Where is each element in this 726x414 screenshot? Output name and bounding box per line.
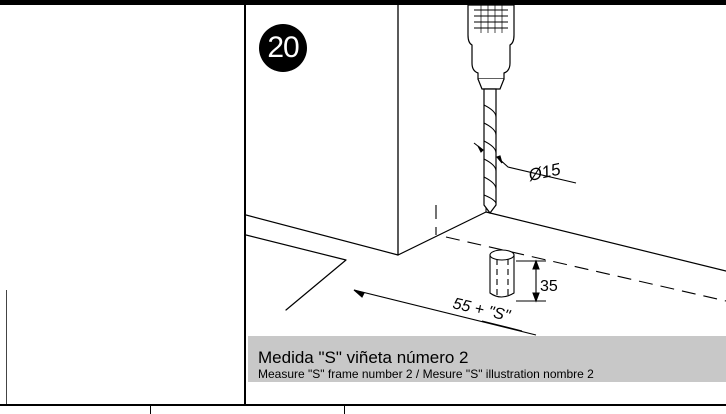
- caption-box: Medida "S" viñeta número 2 Measure "S" f…: [248, 336, 726, 382]
- step-number-badge: 20: [259, 24, 307, 72]
- bottom-border: [0, 404, 726, 414]
- floor-edge: [397, 211, 487, 256]
- depth-label: 35: [540, 278, 558, 295]
- bottom-tick: [150, 406, 151, 414]
- panel-edge-line: [6, 290, 7, 404]
- caption-title: Medida "S" viñeta número 2: [258, 348, 469, 367]
- diameter-label: Ø15: [526, 160, 563, 186]
- diameter-leader: [473, 142, 577, 184]
- offset-label: 55 + "S": [451, 295, 513, 325]
- caption-subtitle: Measure "S" frame number 2 / Mesure "S" …: [258, 367, 594, 381]
- depth-dimension: [516, 259, 546, 303]
- dowel-hole: [489, 249, 515, 298]
- drilling-illustration: Ø15 35 55 + "S": [246, 5, 726, 336]
- drill-bit: [483, 88, 497, 214]
- bottom-tick: [344, 406, 345, 414]
- offset-dimension: [353, 289, 537, 336]
- drill-chuck: [467, 5, 515, 90]
- left-blank-panel: [0, 0, 246, 404]
- top-border: [0, 0, 726, 5]
